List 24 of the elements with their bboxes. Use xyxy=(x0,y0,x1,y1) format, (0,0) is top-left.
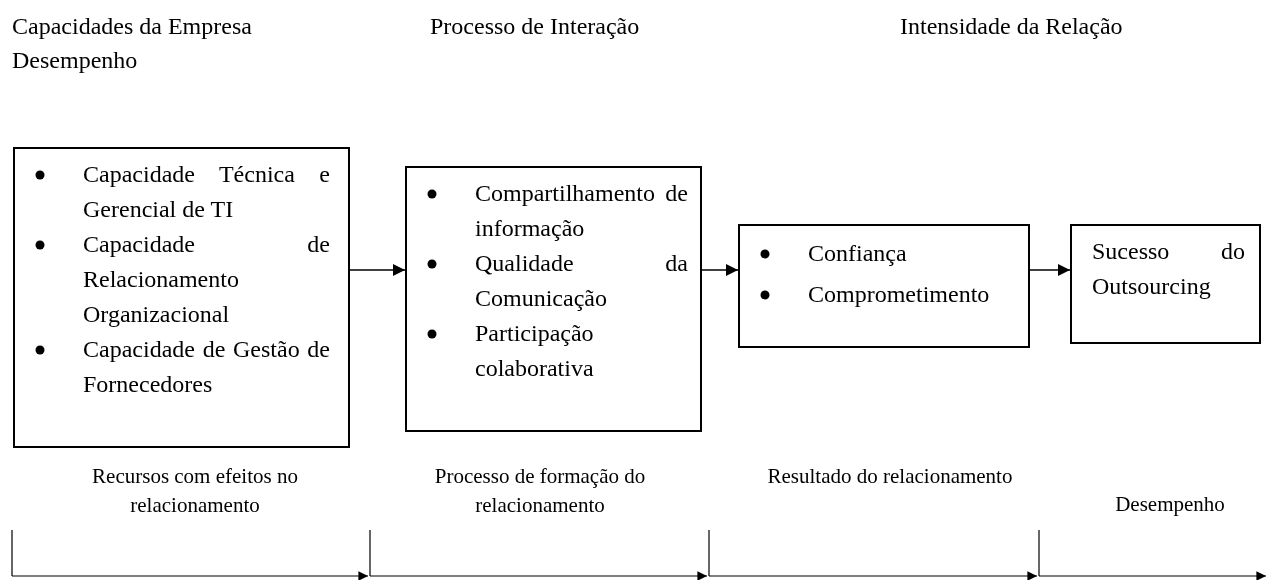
bullet-text: Compartilhamento de informação xyxy=(475,179,688,243)
process-box xyxy=(405,166,702,432)
box-text: Sucesso do Outsourcing xyxy=(1092,237,1245,301)
bullet-text: Capacidade de Gestão de Fornecedores xyxy=(83,335,330,399)
stage-label: Resultado do relacionamento xyxy=(766,463,1014,490)
bullet-text: Comprometimento xyxy=(808,280,990,309)
column-heading: Processo de Interação xyxy=(430,12,641,41)
stage-label: Recursos com efeitos no relacionamento xyxy=(91,463,299,519)
column-heading: Capacidades da Empresa xyxy=(12,12,253,41)
bullet-text: Participação colaborativa xyxy=(475,319,595,383)
bullet-text: Confiança xyxy=(808,239,907,268)
bullet-text: Capacidade Técnica e Gerencial de TI xyxy=(83,160,330,224)
column-heading: Intensidade da Relação xyxy=(900,12,1124,41)
column-heading: Desempenho xyxy=(12,46,139,75)
arrow xyxy=(701,264,739,276)
bullet-text: Capacidade de Relacionamento Organizacional xyxy=(83,230,330,329)
process-box xyxy=(13,147,350,448)
process-box xyxy=(738,224,1030,348)
arrow xyxy=(349,264,406,276)
process-box xyxy=(1070,224,1261,344)
arrow xyxy=(1029,264,1071,276)
bullet-text: Qualidade da Comunicação xyxy=(475,249,688,313)
stage-label: Processo de formação do relacionamento xyxy=(433,463,647,519)
stage-label: Desempenho xyxy=(1114,491,1226,518)
